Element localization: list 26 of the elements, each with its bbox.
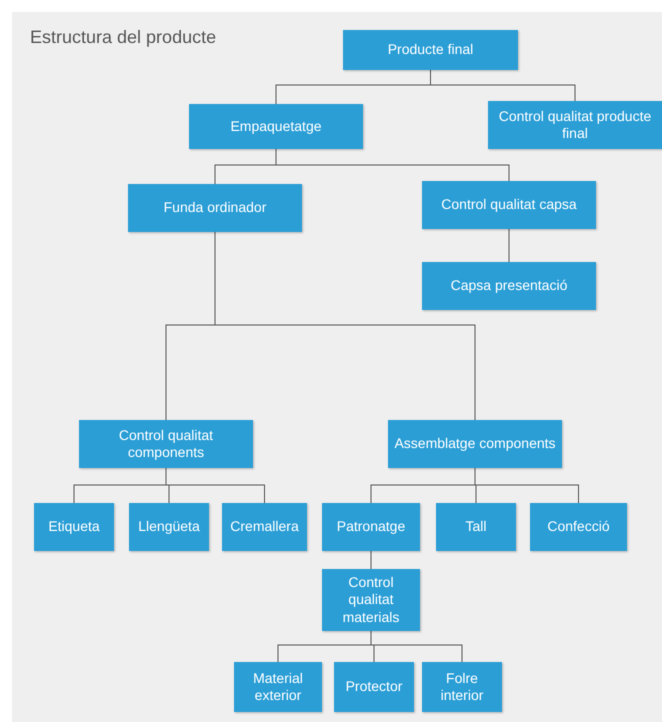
process-box: Control qualitat materials — [322, 569, 420, 631]
process-box: Funda ordinador — [128, 184, 302, 232]
process-box: Empaquetatge — [189, 104, 363, 149]
process-box: Material exterior — [234, 662, 322, 712]
process-box: Cremallera — [222, 503, 307, 551]
process-box: Protector — [334, 662, 414, 712]
process-box: Confecció — [530, 503, 627, 551]
connector-line — [430, 70, 576, 102]
connector-line — [370, 550, 372, 570]
connector-line — [370, 630, 462, 662]
process-box: Assemblatge components — [388, 420, 562, 468]
process-box: Producte final — [343, 30, 518, 70]
process-box: Llengüeta — [129, 503, 209, 551]
process-box: Etiqueta — [34, 503, 114, 551]
connector-line — [474, 468, 579, 504]
connector-line — [508, 228, 510, 262]
process-box: Control qualitat capsa — [422, 181, 596, 229]
process-box: Capsa presentació — [422, 262, 596, 310]
diagram-title: Estructura del producte — [30, 27, 216, 48]
connector-line — [166, 468, 265, 504]
process-box: Control qualitat components — [79, 420, 253, 468]
process-box: Control qualitat producte final — [488, 101, 662, 149]
process-box: Tall — [436, 503, 516, 551]
connector-line — [276, 148, 510, 182]
process-box: Folre interior — [422, 662, 502, 712]
process-box: Patronatge — [322, 503, 420, 551]
